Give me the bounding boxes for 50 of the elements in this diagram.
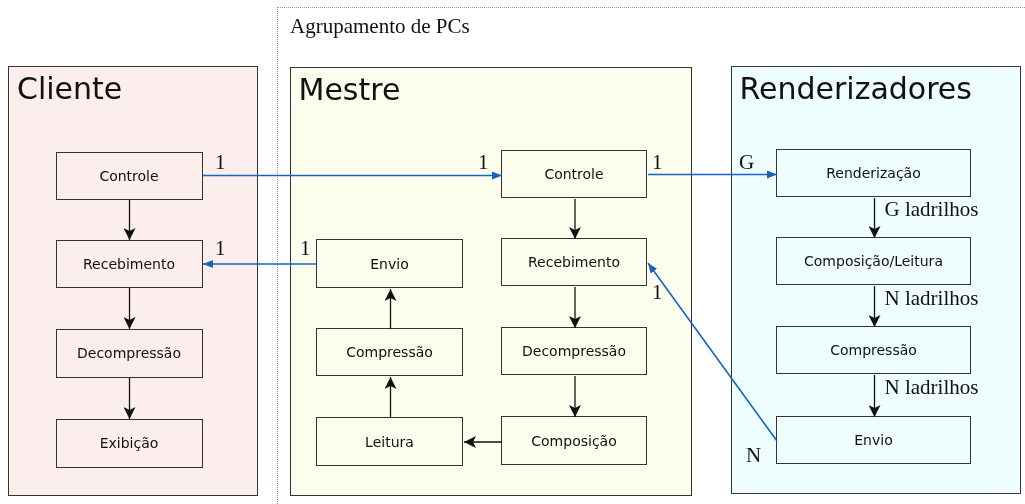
arrow <box>569 286 581 329</box>
process-box: Compressão <box>776 326 971 374</box>
process-box: Exibição <box>55 418 203 468</box>
arrow <box>868 374 881 418</box>
arrow <box>868 285 881 328</box>
group-title: Agrupamento de PCs <box>290 14 470 39</box>
multiplicity-label: 1 <box>300 238 311 259</box>
edge-label: N ladrilhos <box>884 377 979 398</box>
multiplicity-label: 1 <box>652 282 663 303</box>
process-box: Recebimento <box>501 238 647 286</box>
group-panel <box>8 66 258 496</box>
multiplicity-label: N <box>746 445 762 466</box>
panel-title: Renderizadores <box>739 70 972 106</box>
process-box: Decompressão <box>55 328 203 378</box>
arrow <box>868 197 881 239</box>
group-panel <box>289 66 692 496</box>
panel-title: Mestre <box>298 71 401 107</box>
arrow <box>202 171 503 180</box>
arrow <box>123 287 136 330</box>
arrow <box>384 376 397 419</box>
multiplicity-label: 1 <box>215 152 226 173</box>
arrow <box>123 199 136 241</box>
multiplicity-label: 1 <box>215 238 226 259</box>
process-box: Compressão <box>316 328 463 376</box>
process-box: Decompressão <box>501 327 647 375</box>
arrow <box>463 436 503 448</box>
process-box: Leitura <box>316 417 463 466</box>
multiplicity-label: 1 <box>478 152 489 173</box>
edge-label: G ladrilhos <box>884 199 979 220</box>
multiplicity-label: 1 <box>652 152 663 173</box>
process-box: Composição <box>501 416 647 465</box>
arrow <box>569 198 581 240</box>
panel-title: Cliente <box>17 71 123 106</box>
arrow <box>647 262 778 442</box>
process-box: Envio <box>316 239 463 288</box>
arrow <box>647 170 778 179</box>
arrow <box>569 375 581 418</box>
arrow <box>202 260 318 268</box>
group-panel <box>730 65 1021 494</box>
process-box: Recebimento <box>55 239 203 288</box>
dotted-group-border <box>277 7 1025 504</box>
arrow <box>384 288 397 330</box>
process-box: Composição/Leitura <box>776 237 971 285</box>
process-box: Envio <box>776 416 971 464</box>
multiplicity-label: G <box>739 152 755 173</box>
process-box: Controle <box>55 151 203 200</box>
arrow <box>123 377 136 420</box>
process-box: Renderização <box>776 149 971 197</box>
edge-label: N ladrilhos <box>884 287 979 309</box>
process-box: Controle <box>501 150 647 198</box>
